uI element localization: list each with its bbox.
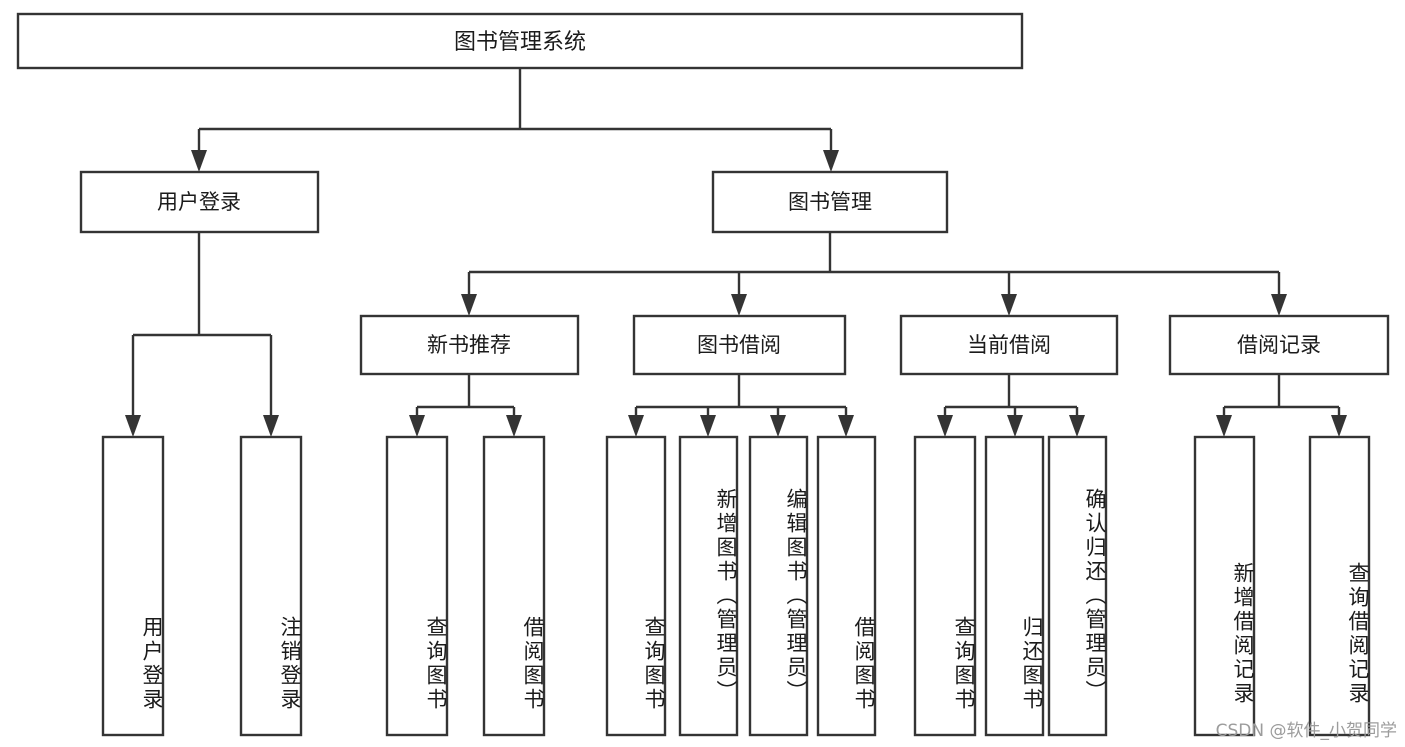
leaf-box-return-book[interactable]	[984, 435, 1045, 737]
user-login-label: 用户登录	[157, 190, 241, 214]
leaf-box-add-book[interactable]	[678, 435, 739, 737]
leaf-box-add-record[interactable]	[1193, 435, 1256, 737]
leaf-box-confirm-return[interactable]	[1047, 435, 1108, 737]
borrow-record-label: 借阅记录	[1237, 333, 1321, 357]
new-book-recommend-label: 新书推荐	[427, 333, 511, 357]
book-manage-label: 图书管理	[788, 190, 872, 214]
current-borrow-box	[899, 314, 1119, 376]
root-box	[16, 12, 1024, 70]
leaf-box-query-record[interactable]	[1308, 435, 1371, 737]
leaf-box-user-login[interactable]	[101, 435, 165, 737]
new-book-recommend-box	[359, 314, 580, 376]
leaf-box-borrow-book-1[interactable]	[482, 435, 546, 737]
user-login-box	[79, 170, 320, 234]
leaf-box-edit-book[interactable]	[748, 435, 809, 737]
node-book-borrow[interactable]: 图书借阅	[632, 314, 847, 376]
node-root[interactable]: 图书管理系统	[16, 12, 1024, 70]
node-user-login[interactable]: 用户登录	[79, 170, 320, 234]
connector-new-book-recommend-to-leaves	[409, 374, 522, 437]
root-label: 图书管理系统	[454, 30, 586, 55]
connector-current-borrow-to-leaves	[937, 374, 1085, 437]
book-borrow-label: 图书借阅	[697, 333, 781, 357]
leaf-box-borrow-book-2[interactable]	[816, 435, 877, 737]
node-new-book-recommend[interactable]: 新书推荐	[359, 314, 580, 376]
leaf-box-query-book-1[interactable]	[385, 435, 449, 737]
leaf-box-query-book-3[interactable]	[913, 435, 977, 737]
leaf-box-user-logout[interactable]	[239, 435, 303, 737]
connector-book-manage-to-level3	[461, 232, 1287, 316]
csdn-watermark: CSDN @软件_小贺同学	[1215, 721, 1397, 741]
node-current-borrow[interactable]: 当前借阅	[899, 314, 1119, 376]
connector-borrow-record-to-leaves	[1216, 374, 1347, 437]
connector-root-to-level2	[191, 68, 839, 172]
node-borrow-record[interactable]: 借阅记录	[1168, 314, 1390, 376]
connector-user-login-to-leaves	[125, 232, 279, 437]
leaf-box-query-book-2[interactable]	[605, 435, 667, 737]
node-book-manage[interactable]: 图书管理	[711, 170, 949, 234]
current-borrow-label: 当前借阅	[967, 333, 1051, 357]
connector-book-borrow-to-leaves	[628, 374, 854, 437]
